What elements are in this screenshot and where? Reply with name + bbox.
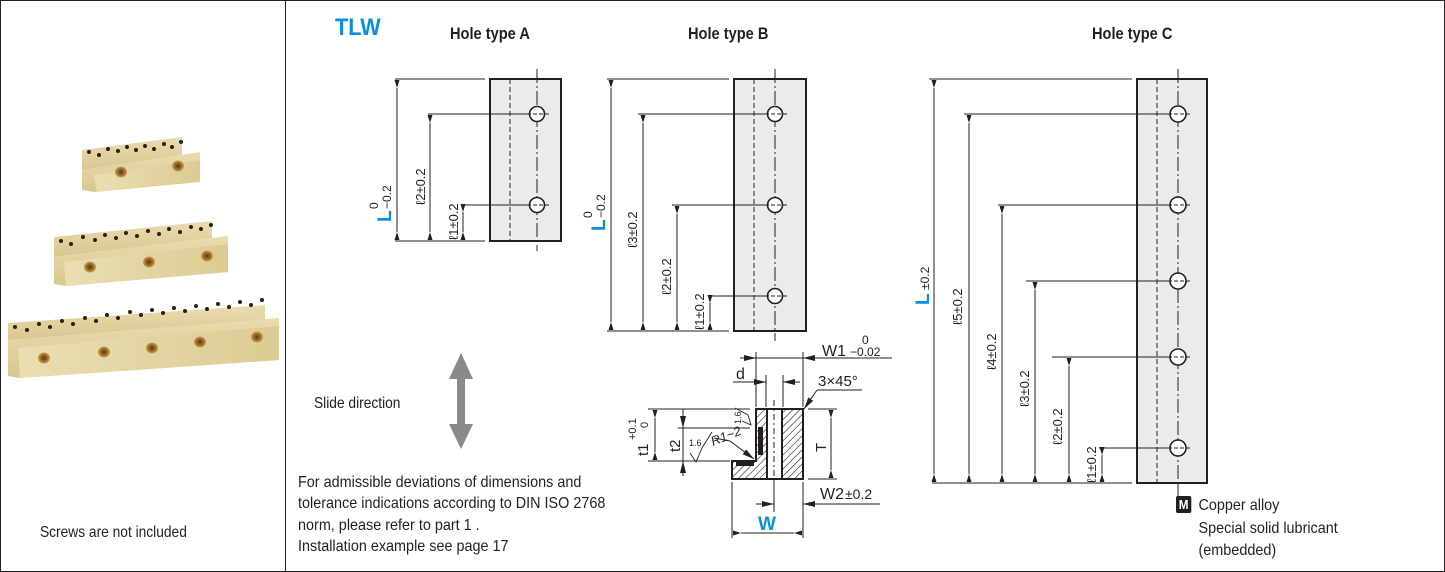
t1-tol-top: +0.1 xyxy=(627,418,639,440)
dim-L-label: L xyxy=(375,210,396,222)
hole-type-a-labels: L 0 −0.2 ℓ2±0.2 ℓ1±0.2 xyxy=(367,168,461,240)
material-badge-icon: M xyxy=(1176,496,1192,513)
material-info: M Copper alloy Special solid lubricant (e… xyxy=(1176,495,1338,563)
material-name: Copper alloy xyxy=(1198,497,1280,514)
dim-l2-label: ℓ2±0.2 xyxy=(659,258,674,295)
T-label: T xyxy=(813,443,830,452)
tolerance-note: For admissible deviations of dimensions … xyxy=(298,472,605,557)
hole-type-b-drawing xyxy=(607,69,807,341)
W1-tol-bottom: −0.02 xyxy=(850,345,881,359)
cross-section-labels: W1 0 −0.02 d 3×45° t1 +0.1 0 t2 1.6 1.6 … xyxy=(627,333,881,535)
chamfer-label: 3×45° xyxy=(818,373,858,390)
W2-tol: ±0.2 xyxy=(845,486,872,502)
material-lubricant-note: (embedded) xyxy=(1198,542,1277,559)
product-photo xyxy=(8,137,279,378)
product-code: TLW xyxy=(335,14,381,41)
panel-divider xyxy=(285,0,286,572)
dim-l2-label: ℓ2±0.2 xyxy=(1050,408,1065,445)
t1-tol-bottom: 0 xyxy=(639,422,651,428)
hole-type-b-title: Hole type B xyxy=(688,24,769,43)
part-outline xyxy=(489,78,562,242)
material-lubricant: Special solid lubricant xyxy=(1198,519,1338,537)
dim-L-tol: ±0.2 xyxy=(918,266,932,290)
roughness-1: 1.6 xyxy=(689,438,702,448)
cross-section-drawing xyxy=(648,352,892,538)
t1-label: t1 xyxy=(635,443,652,456)
dim-l3-label: ℓ3±0.2 xyxy=(625,211,640,248)
dim-L-tol-bottom: −0.2 xyxy=(380,185,394,209)
dim-L-label: L xyxy=(913,293,934,305)
hole-type-c-labels: L ±0.2 ℓ5±0.2 ℓ4±0.2 ℓ3±0.2 ℓ2±0.2 ℓ1±0.… xyxy=(913,266,1099,483)
dim-l1-label: ℓ1±0.2 xyxy=(446,203,461,240)
photo-caption: Screws are not included xyxy=(40,524,187,541)
section-body-right xyxy=(781,408,804,480)
radius-label: R1~2 xyxy=(709,423,744,449)
note-line: For admissible deviations of dimensions … xyxy=(298,474,582,491)
W1-label: W1 xyxy=(822,343,846,360)
W2-label: W2 xyxy=(820,486,844,503)
roughness-2: 1.6 xyxy=(733,411,743,424)
hole-type-a-title: Hole type A xyxy=(450,24,530,43)
product-image-small xyxy=(82,137,200,192)
note-line: tolerance indications according to DIN I… xyxy=(298,495,606,513)
hole-type-c-drawing xyxy=(929,69,1208,493)
W-label: W xyxy=(758,514,776,535)
dim-l1-label: ℓ1±0.2 xyxy=(692,293,707,330)
dim-L-tol-top: 0 xyxy=(367,202,381,209)
dim-L-label: L xyxy=(589,219,610,231)
dim-L-tol-top: 0 xyxy=(581,211,595,218)
d-label: d xyxy=(736,366,745,383)
W1-tol-top: 0 xyxy=(862,333,869,347)
installation-note: Installation example see page 17 xyxy=(298,537,509,555)
t2-label: t2 xyxy=(667,439,684,452)
dim-l4-label: ℓ4±0.2 xyxy=(984,333,999,370)
dim-l2-label: ℓ2±0.2 xyxy=(413,168,428,205)
note-line: norm, please refer to part 1 . xyxy=(298,516,480,534)
slide-direction-label: Slide direction xyxy=(314,395,401,412)
dim-l1-label: ℓ1±0.2 xyxy=(1084,446,1099,483)
product-image-large xyxy=(8,298,279,378)
product-image-medium xyxy=(54,221,228,286)
dim-l3-label: ℓ3±0.2 xyxy=(1017,370,1032,407)
dim-L-tol-bottom: −0.2 xyxy=(594,194,608,218)
hole-type-a-drawing xyxy=(394,69,562,251)
dim-l5-label: ℓ5±0.2 xyxy=(950,288,965,325)
hole-type-c-title: Hole type C xyxy=(1092,24,1173,43)
slide-direction-arrow xyxy=(449,353,473,449)
hole-type-b-labels: L 0 −0.2 ℓ3±0.2 ℓ2±0.2 ℓ1±0.2 xyxy=(581,194,707,330)
